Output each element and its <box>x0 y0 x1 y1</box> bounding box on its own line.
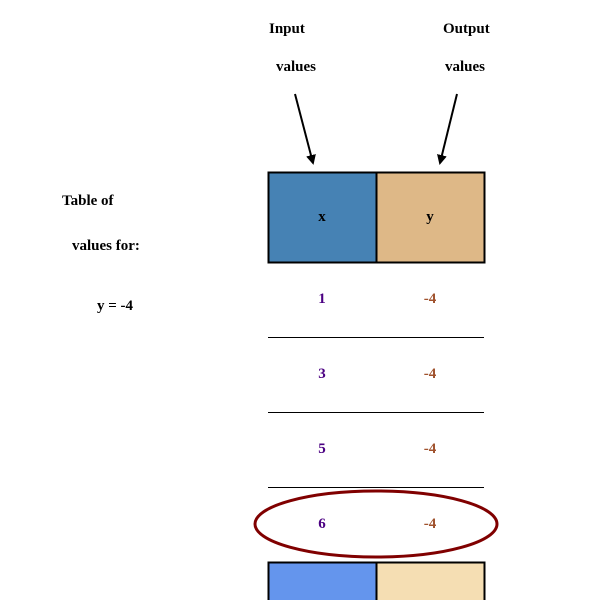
x-header-label: x <box>318 209 326 225</box>
side-label-line1: Table of <box>62 193 114 209</box>
output-arrow <box>437 93 458 165</box>
row-4-x-value: 6 <box>318 516 326 532</box>
input-label-line2: values <box>276 59 317 75</box>
output-label-line1: Output <box>443 21 490 37</box>
y-header-cell <box>375 171 486 264</box>
row-2-x-value: 3 <box>318 366 326 382</box>
x-footer-cell <box>267 561 378 600</box>
input-arrow <box>294 93 316 165</box>
input-label-line1: Input <box>269 21 305 37</box>
output-label-line2: values <box>445 59 486 75</box>
side-label-line2: values for: <box>72 238 140 254</box>
x-header-cell <box>267 171 378 264</box>
row-2-y-value: -4 <box>423 366 437 382</box>
row-4-y-value: -4 <box>423 516 437 532</box>
row-3-x-value: 5 <box>318 441 326 457</box>
y-footer-cell <box>375 561 486 600</box>
row-3-y-value: -4 <box>423 441 437 457</box>
y-header-label: y <box>426 209 434 225</box>
equation-label: y = -4 <box>97 298 134 314</box>
row-1-x-value: 1 <box>318 291 326 307</box>
row-1-y-value: -4 <box>423 291 437 307</box>
highlight-ellipse <box>253 489 499 559</box>
